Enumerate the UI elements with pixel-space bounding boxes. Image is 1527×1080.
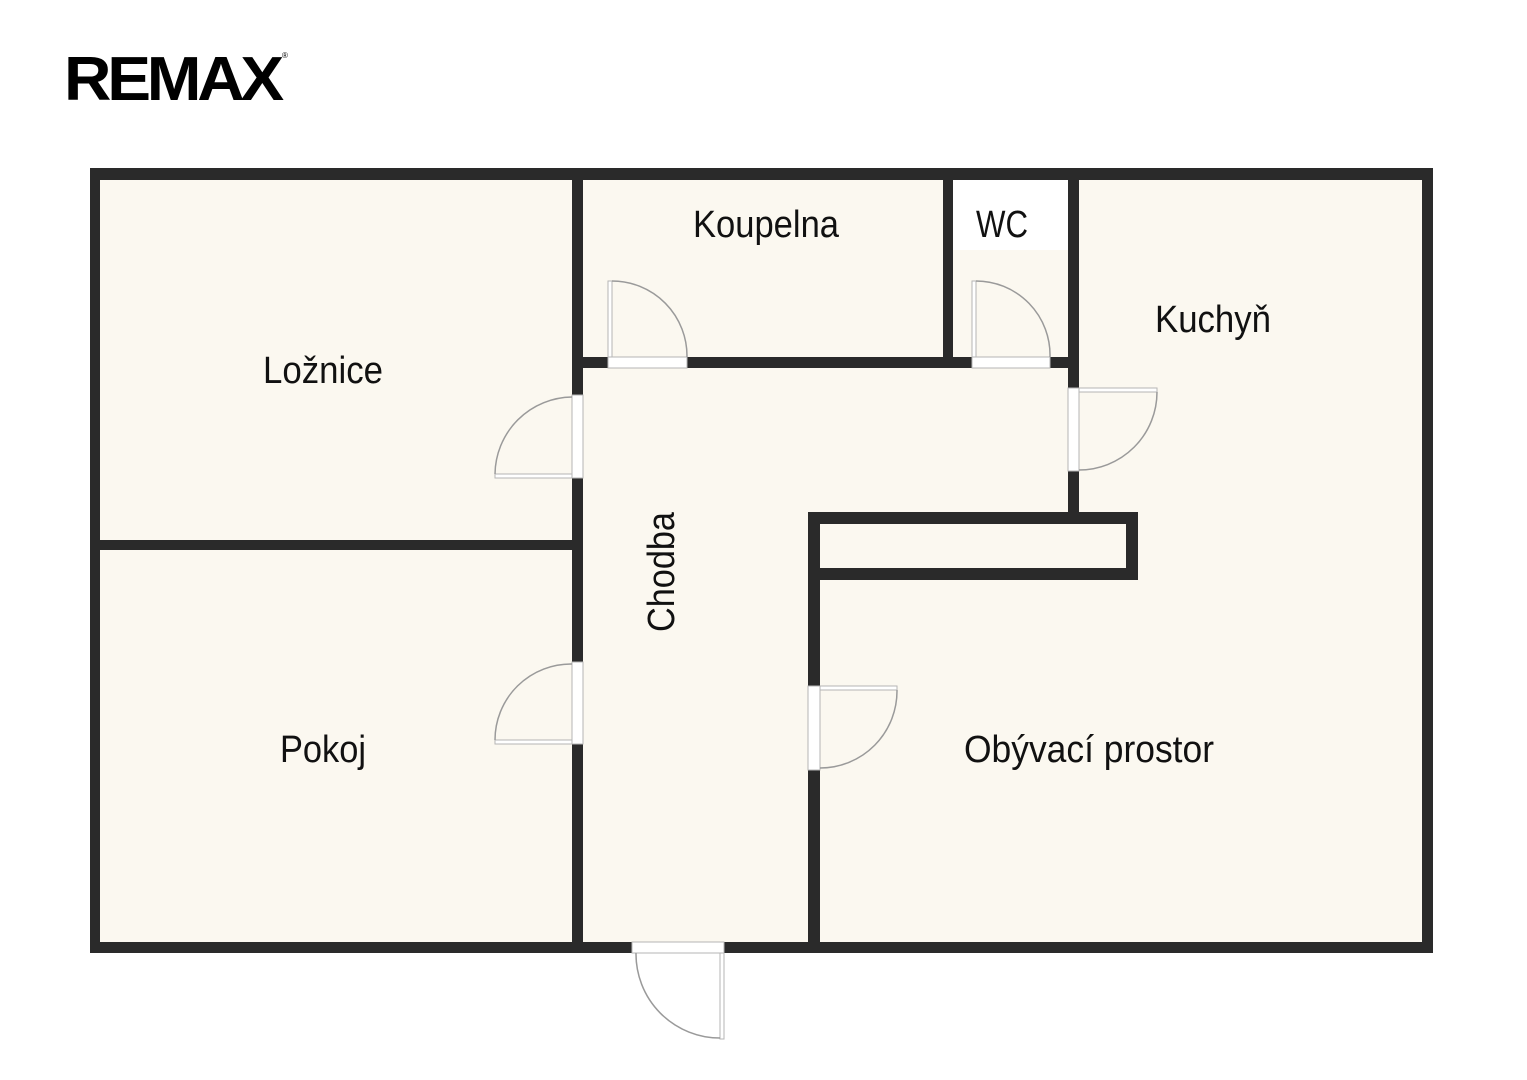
room-label-obyvaci: Obývací prostor: [964, 729, 1214, 771]
door-pokoj: [494, 661, 584, 745]
floor-area: [95, 174, 1427, 947]
door-kuchyn: [1067, 387, 1158, 472]
door-obyvaci: [807, 685, 898, 771]
remax-logo: REMAX ®: [64, 45, 288, 114]
room-label-loznice: Ložnice: [263, 350, 383, 392]
walls: [90, 168, 1433, 953]
door-loznice: [494, 394, 584, 479]
entrance-door: [631, 941, 725, 1040]
svg-text:REMAX: REMAX: [64, 45, 284, 114]
room-label-kuchyn: Kuchyň: [1155, 299, 1271, 341]
wc-floor: [953, 180, 1068, 250]
svg-text:®: ®: [282, 51, 288, 60]
door-wc: [971, 280, 1051, 369]
room-label-wc: WC: [976, 204, 1028, 246]
room-label-chodba: Chodba: [641, 511, 683, 632]
room-label-pokoj: Pokoj: [280, 729, 366, 771]
room-label-koupelna: Koupelna: [693, 204, 840, 246]
door-koupelna: [607, 280, 688, 369]
